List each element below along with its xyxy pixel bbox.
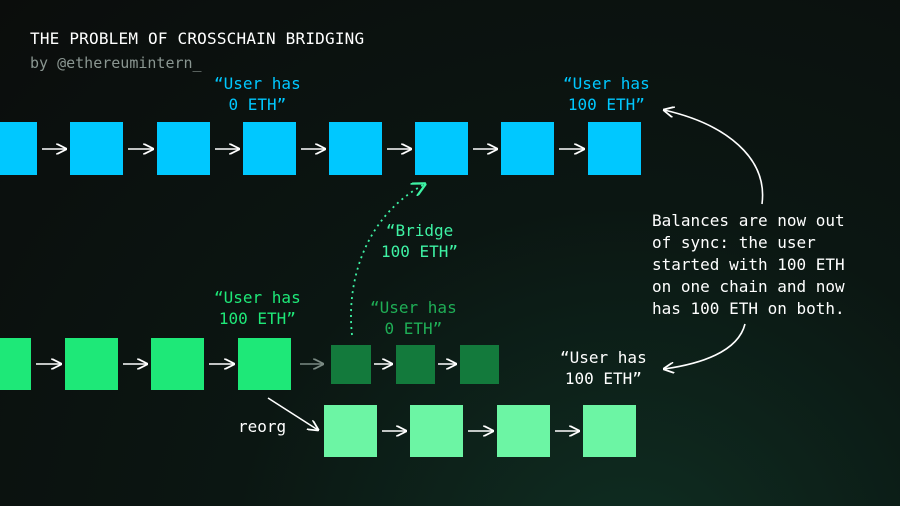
block [243, 122, 296, 175]
orphaned-block [460, 345, 499, 384]
callout-arrow-top [664, 110, 764, 205]
block [151, 338, 204, 390]
reorg-block [497, 405, 550, 457]
block [588, 122, 641, 175]
block [329, 122, 382, 175]
reorg-arrow [267, 397, 318, 430]
callout-arrow-bottom [664, 323, 746, 369]
block [501, 122, 554, 175]
block [0, 122, 37, 175]
byline: by @ethereumintern_ [30, 54, 202, 72]
orphaned-chain [300, 345, 499, 384]
block [65, 338, 118, 390]
reorg-block [324, 405, 377, 457]
reorg-block [410, 405, 463, 457]
sync-note: Balances are now out of sync: the user s… [652, 211, 845, 318]
green-user-hundred-label: “User has 100 ETH” [214, 288, 301, 328]
orphan-user-zero-label: “User has 0 ETH” [370, 298, 457, 338]
reorg-label: reorg [238, 417, 287, 436]
block [70, 122, 123, 175]
reorg-block [583, 405, 636, 457]
source-chain [0, 122, 641, 175]
orphaned-block [331, 345, 371, 384]
destination-chain [0, 338, 291, 390]
top-user-zero-label: “User has 0 ETH” [214, 74, 301, 114]
reorg-chain [267, 397, 636, 457]
orphaned-block [396, 345, 435, 384]
diagram-title: THE PROBLEM OF CROSSCHAIN BRIDGING [30, 29, 365, 48]
reorg-user-hundred-label: “User has 100 ETH” [560, 348, 647, 388]
block [238, 338, 291, 390]
top-user-hundred-label: “User has 100 ETH” [563, 74, 650, 114]
bridge-label: “Bridge 100 ETH” [381, 221, 459, 261]
block [415, 122, 468, 175]
block [0, 338, 31, 390]
block [157, 122, 210, 175]
